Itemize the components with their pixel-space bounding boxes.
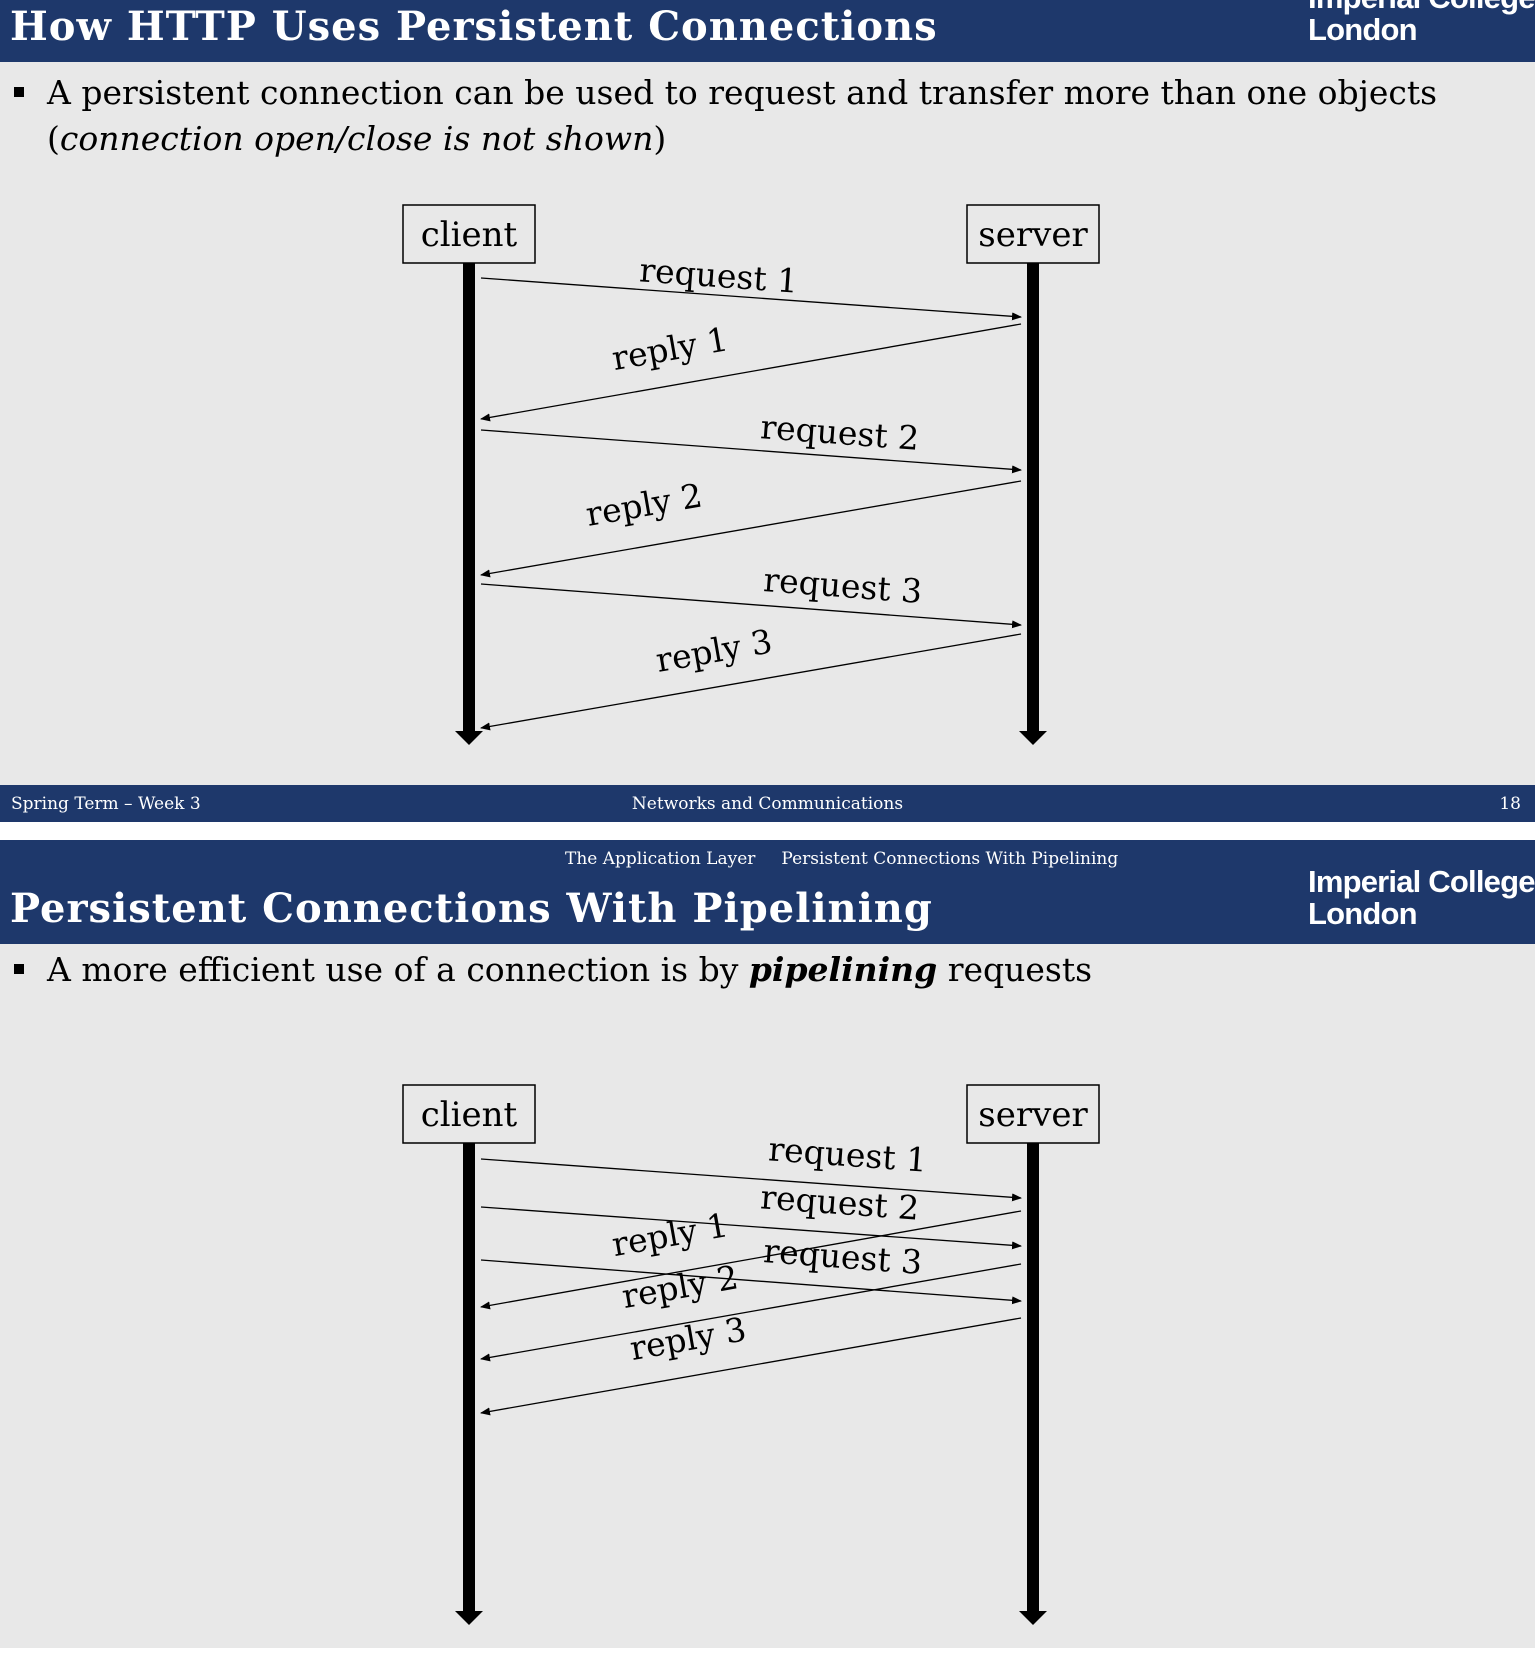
logo-line-1: Imperial College [1308,864,1535,899]
message-arrow [480,1210,1022,1310]
client-lifeline-arrowhead [455,731,483,745]
slide-title: How HTTP Uses Persistent Connections [10,3,938,50]
message-label: request 2 [759,1177,920,1227]
bullet-text-main: A more efficient use of a connection is … [47,950,749,989]
logo-line-2: London [1308,12,1418,47]
logo-line-2: London [1308,896,1418,931]
bullet-square-icon [14,87,24,97]
message-arrow [480,277,1022,321]
client-label: client [421,215,518,255]
message-label: reply 2 [583,475,705,533]
server-lifeline-arrowhead [1019,1611,1047,1625]
message-label: request 3 [762,560,923,611]
message-label: reply 3 [653,621,775,679]
section-nav-item[interactable]: Persistent Connections With Pipelining [781,849,1119,869]
message-arrow [480,1206,1022,1250]
message-arrow [480,583,1022,629]
client-label: client [421,1095,518,1135]
message-label: reply 3 [627,1309,749,1368]
message-arrow [480,1259,1022,1305]
message-arrow [480,1317,1022,1416]
message-label: request 1 [767,1129,928,1179]
message-arrow [480,1158,1022,1202]
bullet-square-icon [14,964,24,974]
footer-left: Spring Term – Week 3 [11,794,201,814]
message-label: reply 1 [609,319,731,378]
logo-line-1: Imperial College [1308,0,1535,14]
server-label: server [978,215,1088,255]
message-label: request 2 [759,407,920,458]
server-lifeline-arrowhead [1019,731,1047,745]
server-label: server [978,1095,1088,1135]
footer-center: Networks and Communications [631,794,904,814]
client-lifeline-arrowhead [455,1611,483,1625]
message-arrow [480,429,1022,474]
title-bar: How HTTP Uses Persistent Connections Imp… [0,0,1535,62]
message-label: reply 1 [609,1205,731,1264]
message-label: request 1 [638,250,799,300]
message-arrow [480,633,1022,731]
imperial-logo: Imperial College London [1308,864,1535,931]
section-nav-item[interactable]: The Application Layer [565,849,756,869]
bullet-text-italic: connection open/close is not shown [59,119,654,158]
bullet-text-main: A persistent connection can be used to r… [47,73,1438,158]
bullet-text: A persistent connection can be used to r… [47,70,1517,162]
bullet-text: A more efficient use of a connection is … [47,947,1517,993]
section-navigation: The Application Layer Persistent Connecti… [565,849,1118,869]
bullet-text-emphasis: pipelining [748,950,938,989]
bullet-text-end: ) [653,119,667,158]
footer-page-number: 18 [1499,794,1521,814]
imperial-logo: Imperial College London [1308,0,1535,47]
bullet-text-end: requests [937,950,1093,989]
message-label: reply 2 [619,1257,741,1316]
message-arrow [480,1263,1022,1362]
message-arrow [480,323,1022,422]
footer-bar: Spring Term – Week 3 Networks and Commun… [0,785,1535,822]
slide-persistent-connections: How HTTP Uses Persistent Connections Imp… [0,0,1535,822]
message-label: request 3 [762,1231,923,1282]
slide-title: Persistent Connections With Pipelining [10,885,933,932]
message-arrows: request 1 reply 1 request 2 reply 2 request … [480,250,1022,731]
message-arrow [480,480,1022,578]
